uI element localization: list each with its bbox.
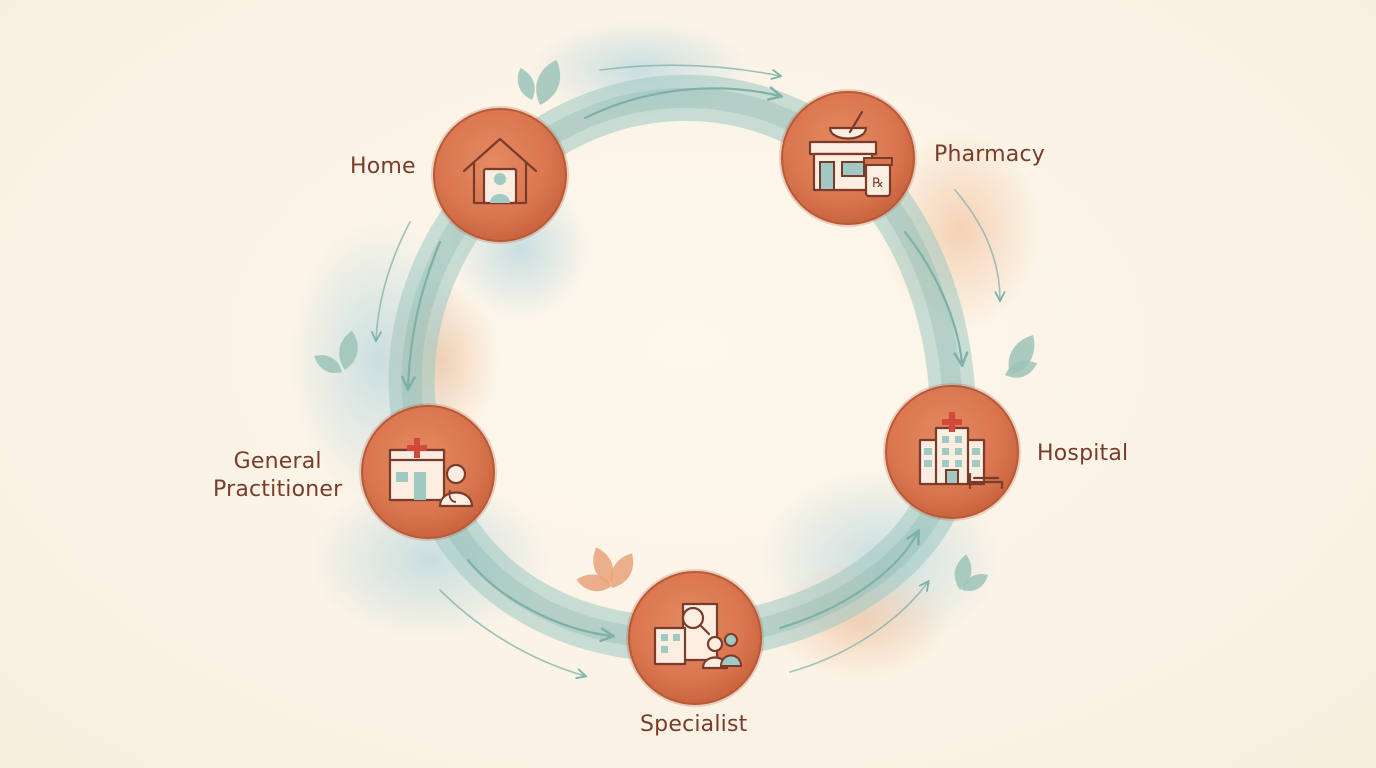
hospital-building-bed-icon (918, 412, 1004, 490)
node-hospital (883, 383, 1021, 521)
node-pharmacy: ℞ (779, 89, 917, 227)
pharmacy-mortar-rx-icon: ℞ (808, 110, 893, 198)
decorative-leaves (314, 59, 1037, 592)
flow-arrow-home-gp (408, 240, 442, 388)
svg-text:℞: ℞ (872, 176, 884, 191)
leaf-icon (536, 59, 561, 105)
node-home (431, 106, 569, 244)
flow-arrow-specialist-hospital (778, 532, 918, 630)
node-layer: ℞ (359, 89, 1021, 707)
clinic-doctor-icon (388, 438, 474, 508)
clinic-magnifier-people-icon (653, 602, 743, 670)
flow-arrow-outer-home-pharmacy (599, 64, 780, 76)
flow-arrow-outer-gp-specialist (439, 589, 585, 676)
node-gp (359, 403, 497, 541)
leaf-icon (962, 574, 988, 591)
node-label-gp: General Practitioner (213, 449, 343, 502)
leaf-icon (517, 68, 535, 100)
leaf-icon (339, 330, 358, 370)
flow-arrow-gp-specialist (466, 558, 612, 636)
leaf-icon (576, 574, 612, 592)
flow-arrow-outer-pharmacy-hospital (954, 189, 1000, 300)
flow-arrow-outer-specialist-hospital (789, 582, 928, 673)
node-label-home: Home (350, 154, 416, 179)
flow-arrows (376, 64, 1000, 676)
leaf-icon (1005, 360, 1037, 378)
leaf-icon (314, 355, 342, 373)
flow-arrow-home-pharmacy (583, 88, 780, 120)
node-specialist (626, 569, 764, 707)
node-label-pharmacy: Pharmacy (934, 142, 1045, 167)
flow-arrow-outer-home-gp (376, 221, 411, 340)
node-label-hospital: Hospital (1037, 441, 1129, 466)
house-person-icon (462, 137, 538, 205)
node-label-specialist: Specialist (640, 712, 748, 737)
leaf-icon (610, 553, 634, 588)
flow-arrow-pharmacy-hospital (903, 230, 962, 364)
